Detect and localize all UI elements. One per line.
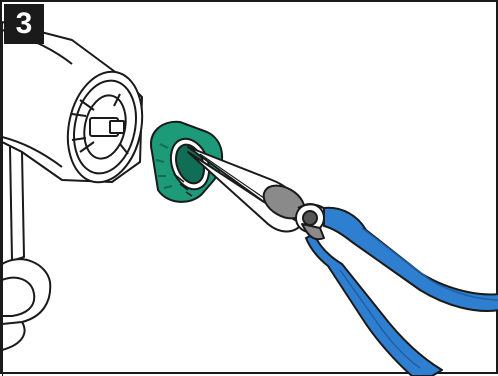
needle-nose-pliers-icon — [188, 147, 498, 376]
step-number-badge: 3 — [4, 4, 44, 44]
appliance-nozzle-icon — [2, 22, 152, 376]
